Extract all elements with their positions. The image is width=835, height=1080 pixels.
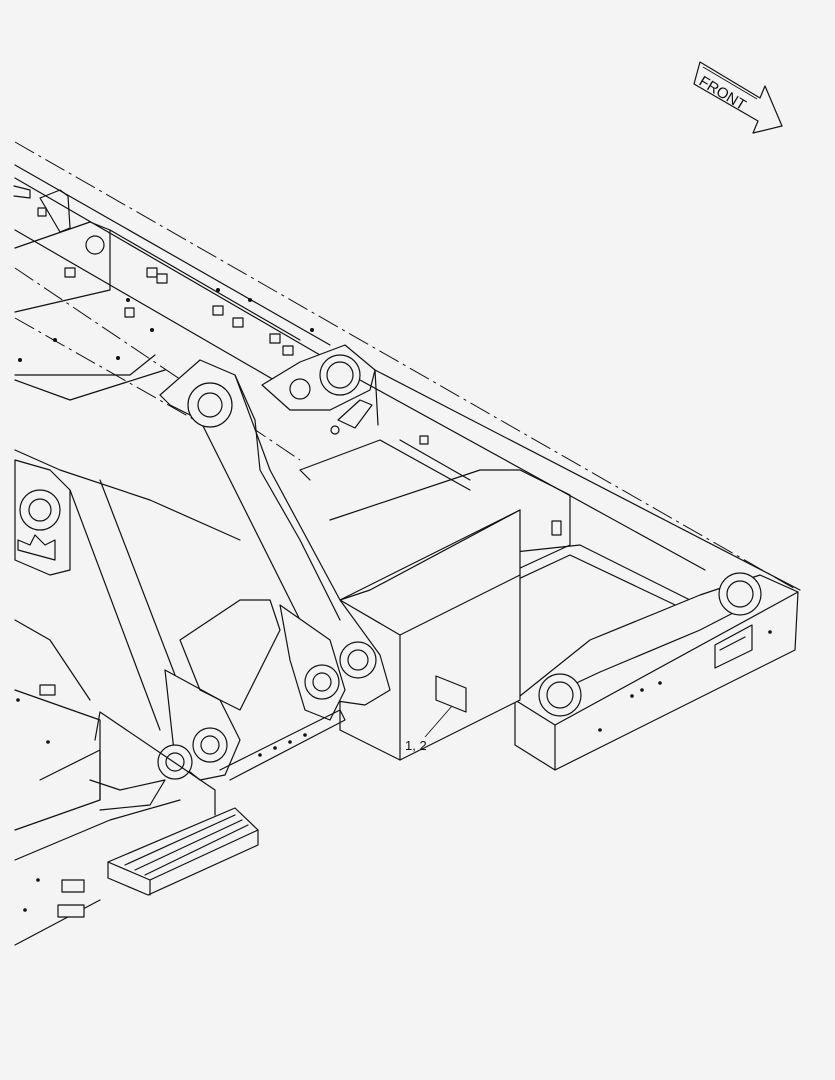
- lower-cross-box: [339, 509, 521, 761]
- decal-label-plate: [435, 675, 467, 713]
- callout-label: 1, 2: [405, 738, 427, 753]
- pin-bracket-upper: [261, 344, 376, 435]
- lower-left-frame: [14, 619, 216, 946]
- frame-deck: [299, 369, 801, 621]
- loader-tower: [159, 359, 391, 706]
- rear-cross-member: [514, 572, 799, 771]
- frame-centerlines: [14, 141, 798, 591]
- step-tread: [107, 807, 259, 896]
- frame-rail-upper: [13, 164, 331, 396]
- rail-blocks: [18, 207, 562, 536]
- lower-pin-mounts: [157, 599, 346, 781]
- left-pin-mount: [14, 459, 71, 576]
- callout-1-2: 1, 2: [405, 705, 453, 753]
- front-direction-arrow: FRONT: [693, 61, 783, 134]
